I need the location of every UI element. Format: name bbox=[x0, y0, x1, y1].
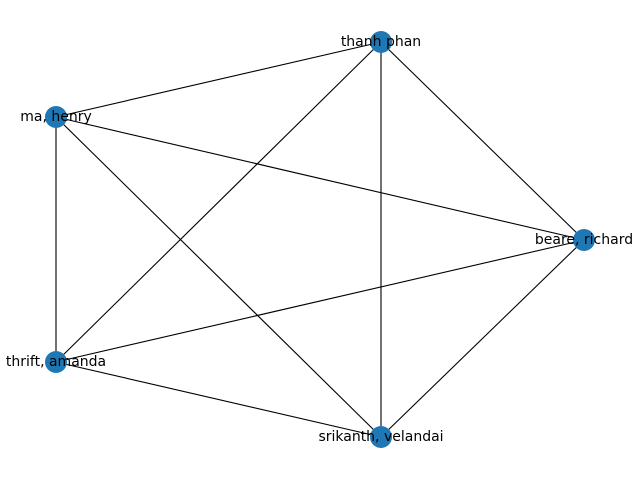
node-label-thanh-phan: thanh phan bbox=[341, 34, 421, 50]
node-label-srikanth-velandai: srikanth, velandai bbox=[318, 429, 443, 445]
edge-thanh-phan-ma-henry bbox=[55, 41, 382, 118]
edge-ma-henry-beare-richard bbox=[55, 116, 585, 241]
node-label-thrift-amanda: thrift, amanda bbox=[6, 354, 106, 370]
edge-ma-henry-srikanth-velandai bbox=[55, 116, 382, 438]
edges-layer bbox=[55, 41, 585, 438]
edge-beare-richard-thrift-amanda bbox=[55, 239, 585, 363]
edge-thanh-phan-thrift-amanda bbox=[55, 41, 382, 363]
node-label-beare-richard: beare, richard bbox=[535, 232, 633, 248]
labels-layer: thanh phan ma, henry beare, richard thrift,… bbox=[6, 34, 633, 445]
nodes-layer bbox=[45, 31, 595, 448]
node-label-ma-henry: ma, henry bbox=[20, 109, 92, 125]
node-beare-richard bbox=[573, 229, 595, 251]
node-srikanth-velandai bbox=[370, 426, 392, 448]
node-thrift-amanda bbox=[45, 351, 67, 373]
edge-thrift-amanda-srikanth-velandai bbox=[55, 361, 382, 438]
node-ma-henry bbox=[45, 106, 67, 128]
edge-thanh-phan-beare-richard bbox=[380, 41, 585, 241]
node-thanh-phan bbox=[370, 31, 392, 53]
edge-beare-richard-srikanth-velandai bbox=[380, 239, 585, 438]
